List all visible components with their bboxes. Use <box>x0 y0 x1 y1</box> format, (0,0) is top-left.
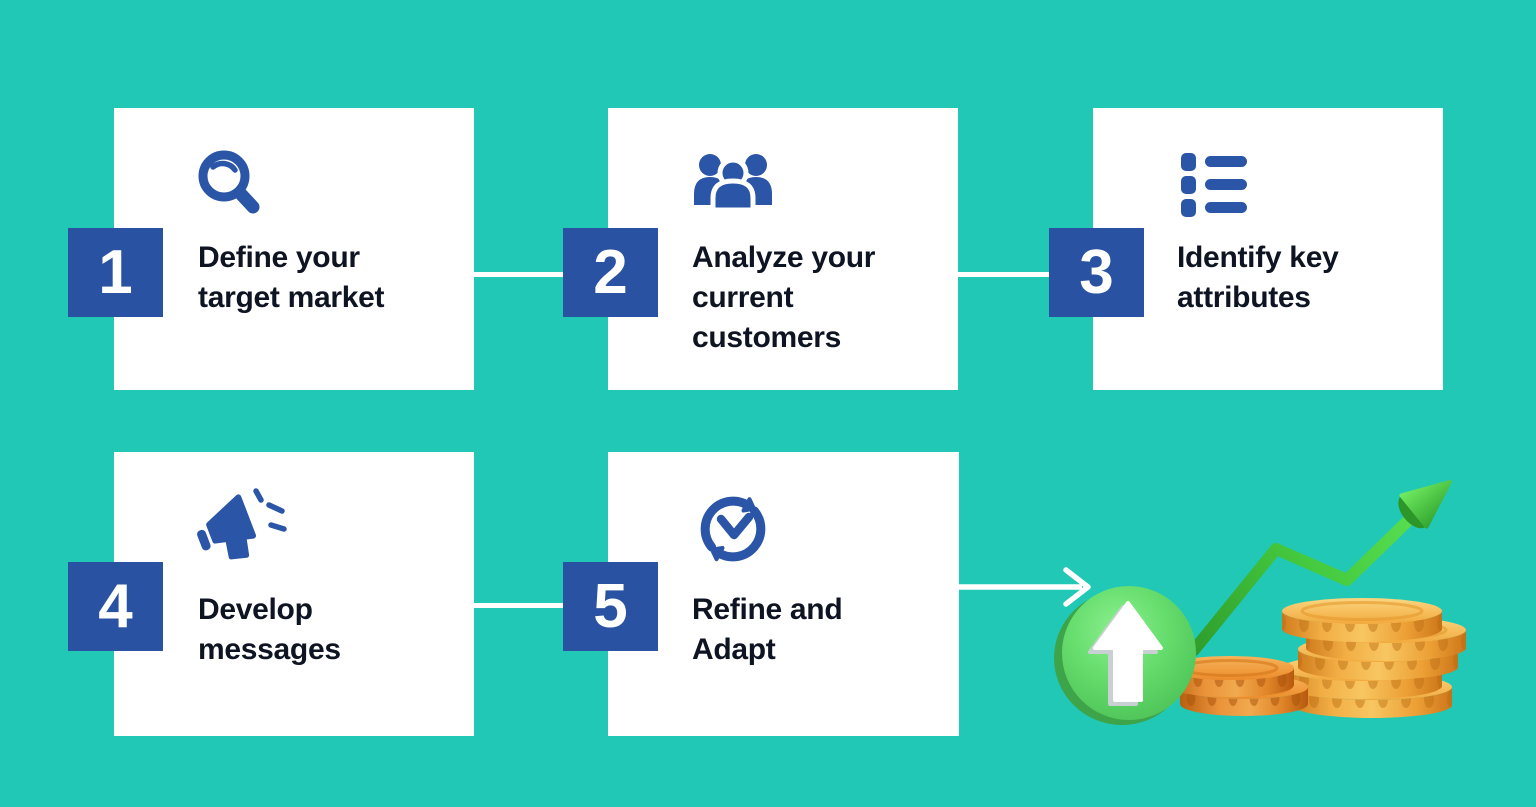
step-2-title: Analyze your current customers <box>692 241 876 354</box>
step-5-number-badge: 5 <box>563 562 658 651</box>
step-3-title: Identify key attributes <box>1177 241 1339 314</box>
step-4-number-badge: 4 <box>68 562 163 651</box>
up-arrow-badge <box>1054 586 1196 725</box>
step-1-title: Define your target market <box>198 241 385 314</box>
step-card-4: Develop messages <box>114 452 474 736</box>
step-2-number: 2 <box>593 238 628 307</box>
people-icon <box>688 148 783 228</box>
step-5-number: 5 <box>593 572 628 641</box>
step-5-title: Refine and Adapt <box>692 593 843 666</box>
step-card-3: Identify key attributes <box>1093 108 1443 390</box>
sync-icon <box>688 488 783 568</box>
zigzag-arrow-icon <box>1188 480 1452 656</box>
step-card-2: Analyze your current customers <box>608 108 958 390</box>
connector-4-5 <box>473 603 563 608</box>
growth-illustration <box>1054 480 1468 725</box>
step-4-title: Develop messages <box>198 593 341 666</box>
step-4-number: 4 <box>98 572 133 641</box>
step-1-number: 1 <box>98 238 133 307</box>
connector-1-2 <box>474 272 563 277</box>
step-3-number: 3 <box>1079 238 1114 307</box>
flow-arrow-icon <box>959 567 1091 607</box>
magnifier-icon <box>194 148 289 228</box>
step-card-5: Refine and Adapt <box>608 452 959 736</box>
megaphone-icon <box>194 488 289 568</box>
connector-2-3 <box>958 272 1049 277</box>
step-1-number-badge: 1 <box>68 228 163 317</box>
step-3-number-badge: 3 <box>1049 228 1144 317</box>
step-2-number-badge: 2 <box>563 228 658 317</box>
coin-stack-right <box>1280 596 1468 720</box>
list-icon <box>1173 148 1268 228</box>
step-card-1: Define your target market <box>114 108 474 390</box>
